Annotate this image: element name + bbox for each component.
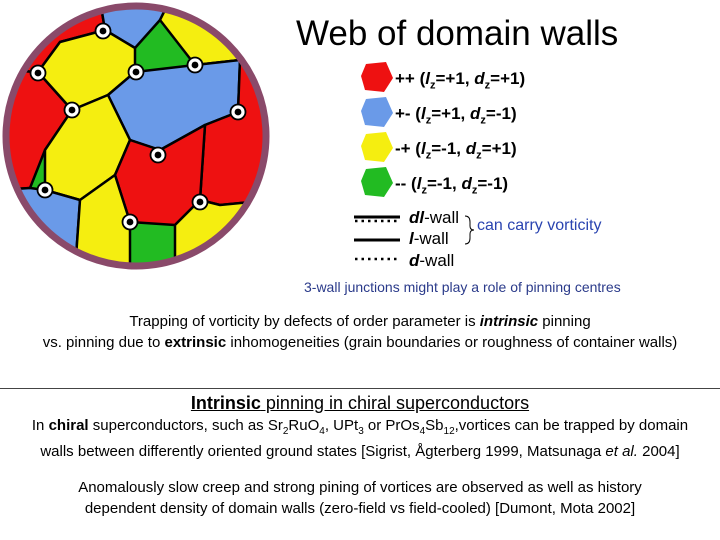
dl-wall-label: dl-wall <box>409 208 459 228</box>
chiral-line-1: In chiral superconductors, such as Sr2Ru… <box>0 416 720 442</box>
vortex-marker <box>231 105 246 120</box>
vortex-marker <box>129 65 144 80</box>
chiral-line-2: walls between differently oriented groun… <box>0 442 720 462</box>
legend-label: -+ (lz=-1, dz=+1) <box>395 139 517 161</box>
creep-paragraph: Anomalously slow creep and strong pining… <box>0 477 720 519</box>
chiral-paragraph: In chiral superconductors, such as Sr2Ru… <box>0 416 720 462</box>
domain-wall-web <box>0 0 272 272</box>
vortex-marker <box>188 58 203 73</box>
red-domain-swatch <box>360 60 396 96</box>
d-wall-label: d-wall <box>409 251 454 271</box>
creep-line-2: dependent density of domain walls (zero-… <box>0 498 720 519</box>
legend-label: -- (lz=-1, dz=-1) <box>395 174 508 196</box>
vortex-marker <box>96 24 111 39</box>
vortex-marker <box>123 215 138 230</box>
section-heading: Intrinsic pinning in chiral superconduct… <box>0 393 720 414</box>
junctions-note: 3-wall junctions might play a role of pi… <box>304 279 621 295</box>
legend-label: +- (lz=+1, dz=-1) <box>395 104 517 126</box>
carry-brace <box>465 216 474 244</box>
trapping-line-1: Trapping of vorticity by defects of orde… <box>0 311 720 332</box>
trapping-paragraph: Trapping of vorticity by defects of orde… <box>0 311 720 353</box>
creep-line-1: Anomalously slow creep and strong pining… <box>0 477 720 498</box>
blue-domain-swatch <box>360 95 396 131</box>
green-domain-swatch <box>360 165 396 201</box>
legend-label: ++ (lz=+1, dz=+1) <box>395 69 525 91</box>
slide-title: Web of domain walls <box>296 14 618 54</box>
vortex-marker <box>38 183 53 198</box>
domain-blue <box>0 188 80 272</box>
yellow-domain-swatch <box>360 130 396 166</box>
vortex-marker <box>65 103 80 118</box>
l-wall-label: l-wall <box>409 229 449 249</box>
section-divider <box>0 388 720 389</box>
vortex-marker <box>151 148 166 163</box>
vorticity-note: can carry vorticity <box>477 217 601 235</box>
vortex-marker <box>193 195 208 210</box>
trapping-line-2: vs. pinning due to extrinsic inhomogenei… <box>0 332 720 353</box>
vortex-marker <box>31 66 46 81</box>
